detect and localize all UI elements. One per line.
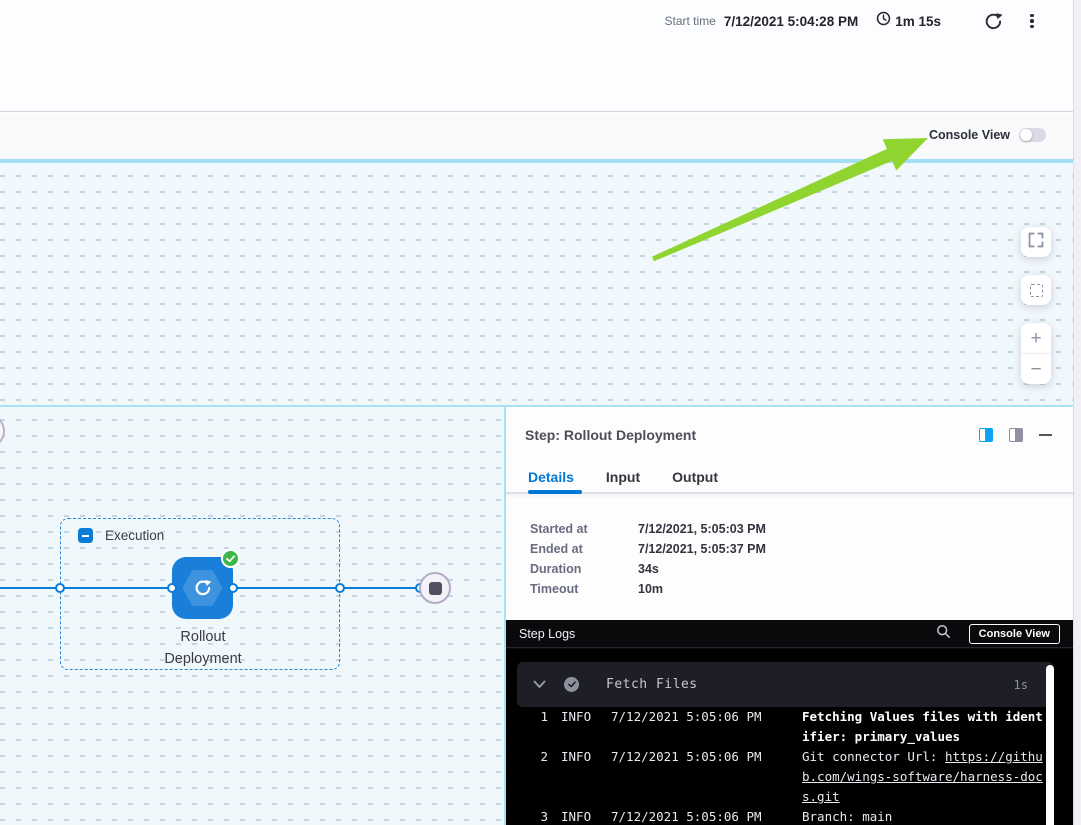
split-view-left-icon[interactable] (979, 428, 993, 442)
log-group-name: Fetch Files (606, 677, 698, 692)
console-view-button[interactable]: Console View (969, 624, 1060, 644)
logs-content: Fetch Files 1s 1 INFO 7/12/2021 5:05:06 … (506, 649, 1073, 825)
execution-graph-canvas[interactable]: + − (0, 163, 1081, 405)
log-timestamp: 7/12/2021 5:05:06 PM (611, 747, 771, 807)
node-hexagon (183, 570, 223, 606)
execution-group-header: Execution (78, 528, 164, 543)
detail-value: 34s (638, 559, 659, 579)
rollout-deployment-node[interactable] (172, 557, 233, 619)
fullscreen-button[interactable] (1021, 227, 1051, 257)
log-rows: 1 INFO 7/12/2021 5:05:06 PM Fetching Val… (506, 707, 1073, 825)
chevron-down-icon (533, 676, 546, 694)
search-icon[interactable] (936, 624, 951, 644)
view-toggle-bar: Console View (0, 113, 1081, 159)
clock-icon (876, 11, 891, 31)
collapse-group-button[interactable] (78, 528, 93, 543)
step-logs-title: Step Logs (519, 627, 575, 641)
kebab-menu-icon[interactable] (1021, 10, 1043, 32)
split-view-right-icon[interactable] (1009, 428, 1023, 442)
start-time-label: Start time (665, 14, 716, 28)
fit-to-screen-button[interactable] (1021, 275, 1051, 305)
log-timestamp: 7/12/2021 5:05:06 PM (611, 707, 771, 747)
detail-value: 7/12/2021, 5:05:37 PM (638, 539, 766, 559)
detail-value: 7/12/2021, 5:05:03 PM (638, 519, 766, 539)
stage-graph-canvas[interactable]: Execution Rollout Deployment (0, 407, 504, 825)
top-toolbar: Start time 7/12/2021 5:04:28 PM 1m 15s (0, 0, 1081, 112)
log-message: Branch: main (802, 807, 1048, 825)
panel-title: Step: Rollout Deployment (525, 427, 696, 443)
logs-scrollbar-thumb[interactable] (1046, 665, 1054, 825)
log-row-1: 1 INFO 7/12/2021 5:05:06 PM Fetching Val… (506, 707, 1073, 747)
elapsed-group: 1m 15s (876, 11, 941, 31)
zoom-group: + − (1021, 323, 1051, 384)
log-line-number: 2 (530, 747, 548, 807)
log-group-fetch-files[interactable]: Fetch Files 1s (517, 662, 1054, 707)
detail-label: Timeout (530, 579, 638, 599)
stop-node[interactable] (419, 572, 451, 604)
port-group-out[interactable] (335, 583, 345, 593)
console-view-label: Console View (929, 128, 1010, 142)
details-list: Started at 7/12/2021, 5:05:03 PM Ended a… (530, 519, 766, 599)
detail-label: Duration (530, 559, 638, 579)
start-node-partial (0, 414, 5, 448)
log-message: Fetching Values files with identifier: p… (802, 707, 1048, 747)
detail-row-duration: Duration 34s (530, 559, 766, 579)
panel-actions (979, 428, 1052, 442)
toggle-knob (1020, 129, 1032, 141)
active-tab-underline (528, 490, 582, 494)
log-line-number: 3 (530, 807, 548, 825)
step-logs-section: Step Logs Console View (506, 620, 1073, 825)
node-label-line2: Deployment (113, 648, 293, 670)
port-node-out[interactable] (228, 583, 238, 593)
tabs-divider (506, 492, 1081, 494)
log-message-prefix: Git connector Url: (802, 749, 945, 764)
stop-square-icon (429, 582, 442, 595)
log-row-3: 3 INFO 7/12/2021 5:05:06 PM Branch: main (506, 807, 1073, 825)
log-line-number: 1 (530, 707, 548, 747)
minimize-panel-icon[interactable] (1039, 434, 1052, 436)
log-timestamp: 7/12/2021 5:05:06 PM (611, 807, 771, 825)
log-row-2: 2 INFO 7/12/2021 5:05:06 PM Git connecto… (506, 747, 1073, 807)
success-badge-icon (221, 549, 240, 568)
log-level: INFO (561, 807, 597, 825)
execution-group-label: Execution (105, 528, 164, 543)
log-level: INFO (561, 707, 597, 747)
elapsed-time: 1m 15s (895, 14, 941, 29)
detail-row-ended: Ended at 7/12/2021, 5:05:37 PM (530, 539, 766, 559)
detail-value: 10m (638, 579, 663, 599)
fullscreen-icon (1028, 232, 1044, 253)
node-label-line1: Rollout (113, 626, 293, 648)
start-time-value: 7/12/2021 5:04:28 PM (724, 14, 858, 29)
rollout-refresh-icon (192, 577, 214, 599)
detail-row-started: Started at 7/12/2021, 5:05:03 PM (530, 519, 766, 539)
node-label: Rollout Deployment (113, 626, 293, 670)
detail-label: Ended at (530, 539, 638, 559)
fit-to-screen-icon (1030, 284, 1043, 297)
zoom-out-button[interactable]: − (1021, 354, 1051, 384)
step-logs-header: Step Logs Console View (506, 620, 1073, 648)
step-details-panel: Step: Rollout Deployment Details Input O… (506, 407, 1081, 825)
log-level: INFO (561, 747, 597, 807)
group-success-icon (564, 677, 579, 692)
console-view-toggle[interactable] (1019, 128, 1046, 142)
toolbar-actions (982, 10, 1043, 32)
refresh-button[interactable] (982, 10, 1004, 32)
log-group-duration: 1s (1014, 678, 1028, 692)
log-message: Git connector Url: https://github.com/wi… (802, 747, 1048, 807)
console-view-toggle-group: Console View (929, 128, 1046, 142)
zoom-in-button[interactable]: + (1021, 323, 1051, 354)
port-node-in[interactable] (167, 583, 177, 593)
detail-row-timeout: Timeout 10m (530, 579, 766, 599)
detail-label: Started at (530, 519, 638, 539)
start-time-group: Start time 7/12/2021 5:04:28 PM 1m 15s (665, 11, 942, 31)
bottom-split: Execution Rollout Deployment (0, 407, 1081, 825)
port-group-in[interactable] (55, 583, 65, 593)
page-scrollbar[interactable] (1073, 0, 1081, 825)
